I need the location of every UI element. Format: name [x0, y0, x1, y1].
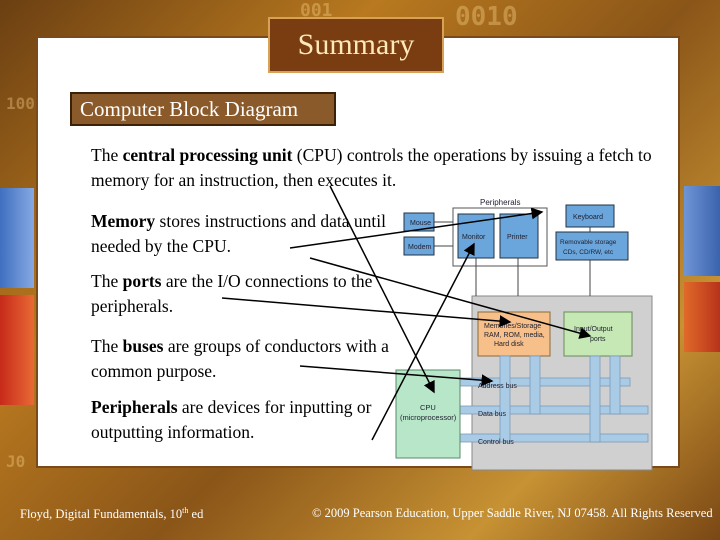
right-blue-tile [684, 186, 720, 276]
footer-left: Floyd, Digital Fundamentals, 10th ed [20, 506, 204, 522]
peripherals-label: Peripherals [480, 198, 520, 207]
slide-subtitle: Computer Block Diagram [70, 92, 336, 126]
mouse-label: Mouse [410, 220, 431, 227]
modem-box [403, 236, 435, 256]
removable-storage-box [555, 231, 629, 261]
paragraph-memory: Memory stores instructions and data unti… [91, 211, 387, 256]
address-bus-label: Address bus [478, 383, 517, 390]
pointer-arrows [221, 185, 592, 441]
term-ports: ports [122, 271, 162, 291]
background-digits: J0 [6, 452, 26, 471]
background-digits: 001 [300, 0, 333, 21]
background-digits: 100 [6, 94, 35, 113]
left-blue-tile [0, 188, 34, 288]
cpu-label: (microprocessor) [400, 413, 457, 422]
footer-right: © 2009 Pearson Education, Upper Saddle R… [312, 506, 713, 520]
monitor-label: Monitor [462, 234, 486, 241]
memory-storage-label: RAM, ROM, media, [484, 332, 545, 339]
left-red-tile [0, 295, 34, 405]
io-ports-label: ports [590, 336, 606, 343]
printer-box [499, 213, 539, 259]
mouse-box [403, 212, 435, 232]
term-cpu: central processing unit [122, 145, 293, 165]
cpu-label: CPU [420, 403, 436, 412]
bus-lines [457, 355, 649, 443]
keyboard-label: Keyboard [573, 214, 603, 221]
memory-storage-label: Memories/Storage [484, 323, 541, 330]
background-digits: 0010 [455, 2, 518, 32]
data-bus-label: Data bus [478, 411, 507, 418]
slide-title: Summary [268, 17, 444, 73]
paragraph-ports: The ports are the I/O connections to the… [91, 271, 373, 316]
peripherals-group [452, 207, 548, 267]
peripheral-links [433, 221, 591, 296]
term-peripherals: Peripherals [91, 397, 178, 417]
paragraph-cpu: The central processing unit (CPU) contro… [91, 145, 652, 190]
memory-storage-box [477, 311, 551, 357]
io-ports-box [563, 311, 633, 357]
keyboard-box [565, 204, 615, 228]
paragraph-peripherals: Peripherals are devices for inputting or… [91, 397, 372, 442]
removable-storage-label: Removable storage [560, 239, 617, 246]
term-memory: Memory [91, 211, 156, 231]
control-bus-label: Control bus [478, 439, 514, 446]
printer-label: Printer [507, 234, 528, 241]
removable-storage-label: CDs, CD/RW, etc [563, 249, 614, 256]
memory-storage-label: Hard disk [494, 341, 524, 348]
paragraph-buses: The buses are groups of conductors with … [91, 336, 389, 381]
io-ports-label: Input/Output [574, 326, 613, 333]
right-red-tile [684, 282, 720, 352]
term-buses: buses [122, 336, 164, 356]
modem-label: Modem [408, 244, 432, 251]
